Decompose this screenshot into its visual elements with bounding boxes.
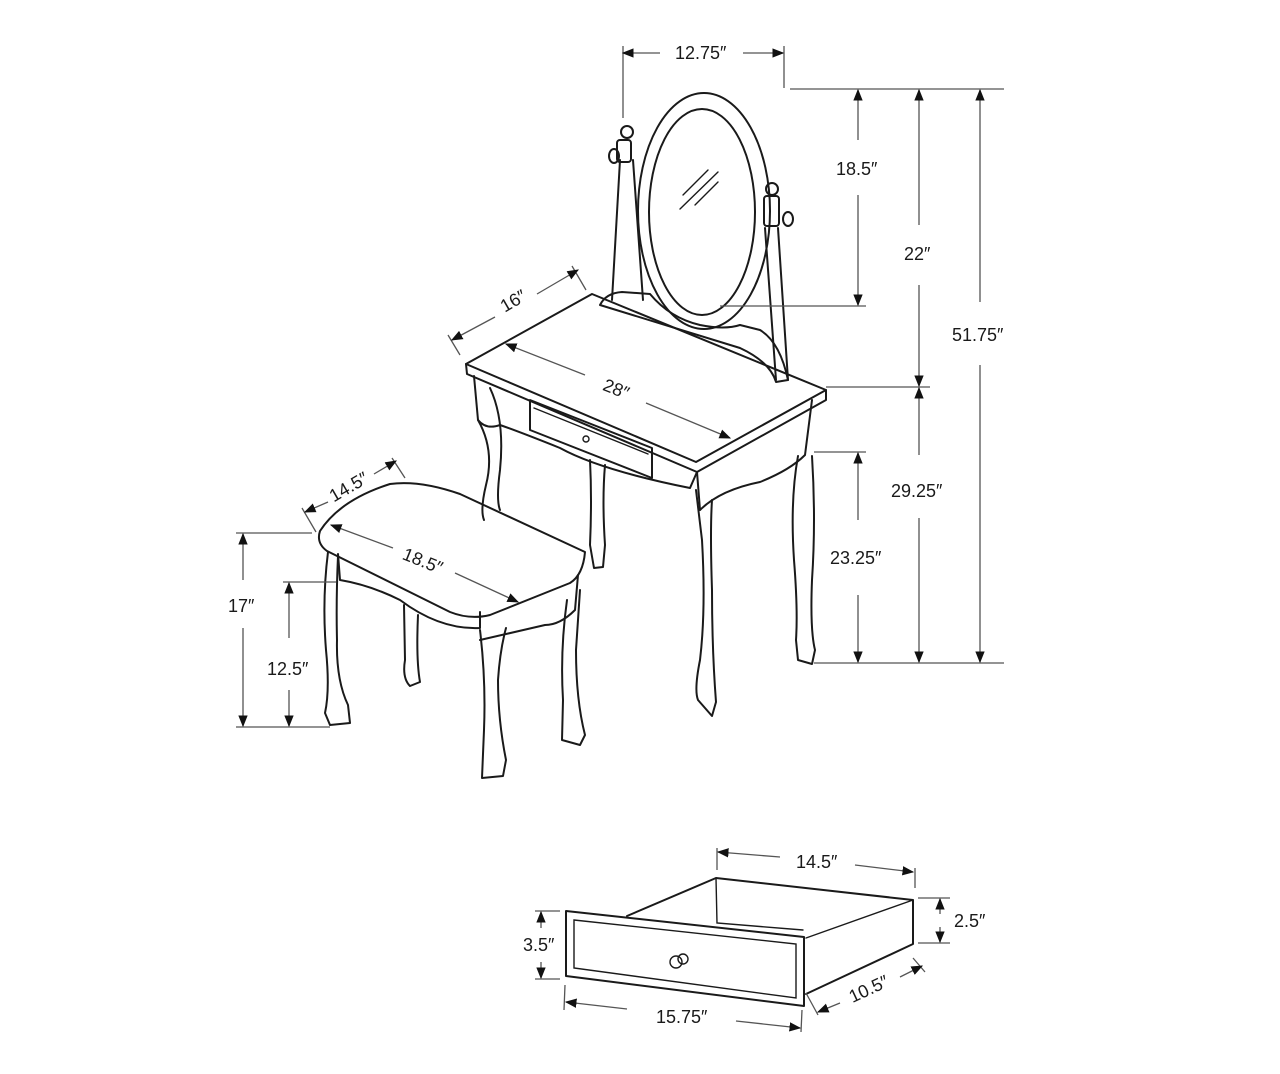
- drawer-front-height-label: 3.5″: [523, 935, 555, 955]
- bench-drawing: [317, 482, 586, 779]
- drawer-front-width-label: 15.75″: [656, 1007, 708, 1027]
- mirror-drawing: [599, 92, 794, 383]
- clearance-height-label: 23.25″: [830, 548, 882, 568]
- bench-clearance-label: 12.5″: [267, 659, 309, 679]
- bench-seat-height-label: 17″: [228, 596, 255, 616]
- mirror-assembly-height-label: 22″: [904, 244, 931, 264]
- drawer-drawing: [565, 877, 914, 1007]
- mirror-height-label: 18.5″: [836, 159, 878, 179]
- dimension-lines: [236, 46, 1004, 1033]
- table-height-label: 29.25″: [891, 481, 943, 501]
- total-height-label: 51.75″: [952, 325, 1004, 345]
- mirror-width-label: 12.75″: [675, 43, 727, 63]
- drawer-interior-height-label: 2.5″: [954, 911, 986, 931]
- vanity-table-drawing: [465, 293, 827, 717]
- drawer-interior-width-label: 14.5″: [796, 852, 838, 872]
